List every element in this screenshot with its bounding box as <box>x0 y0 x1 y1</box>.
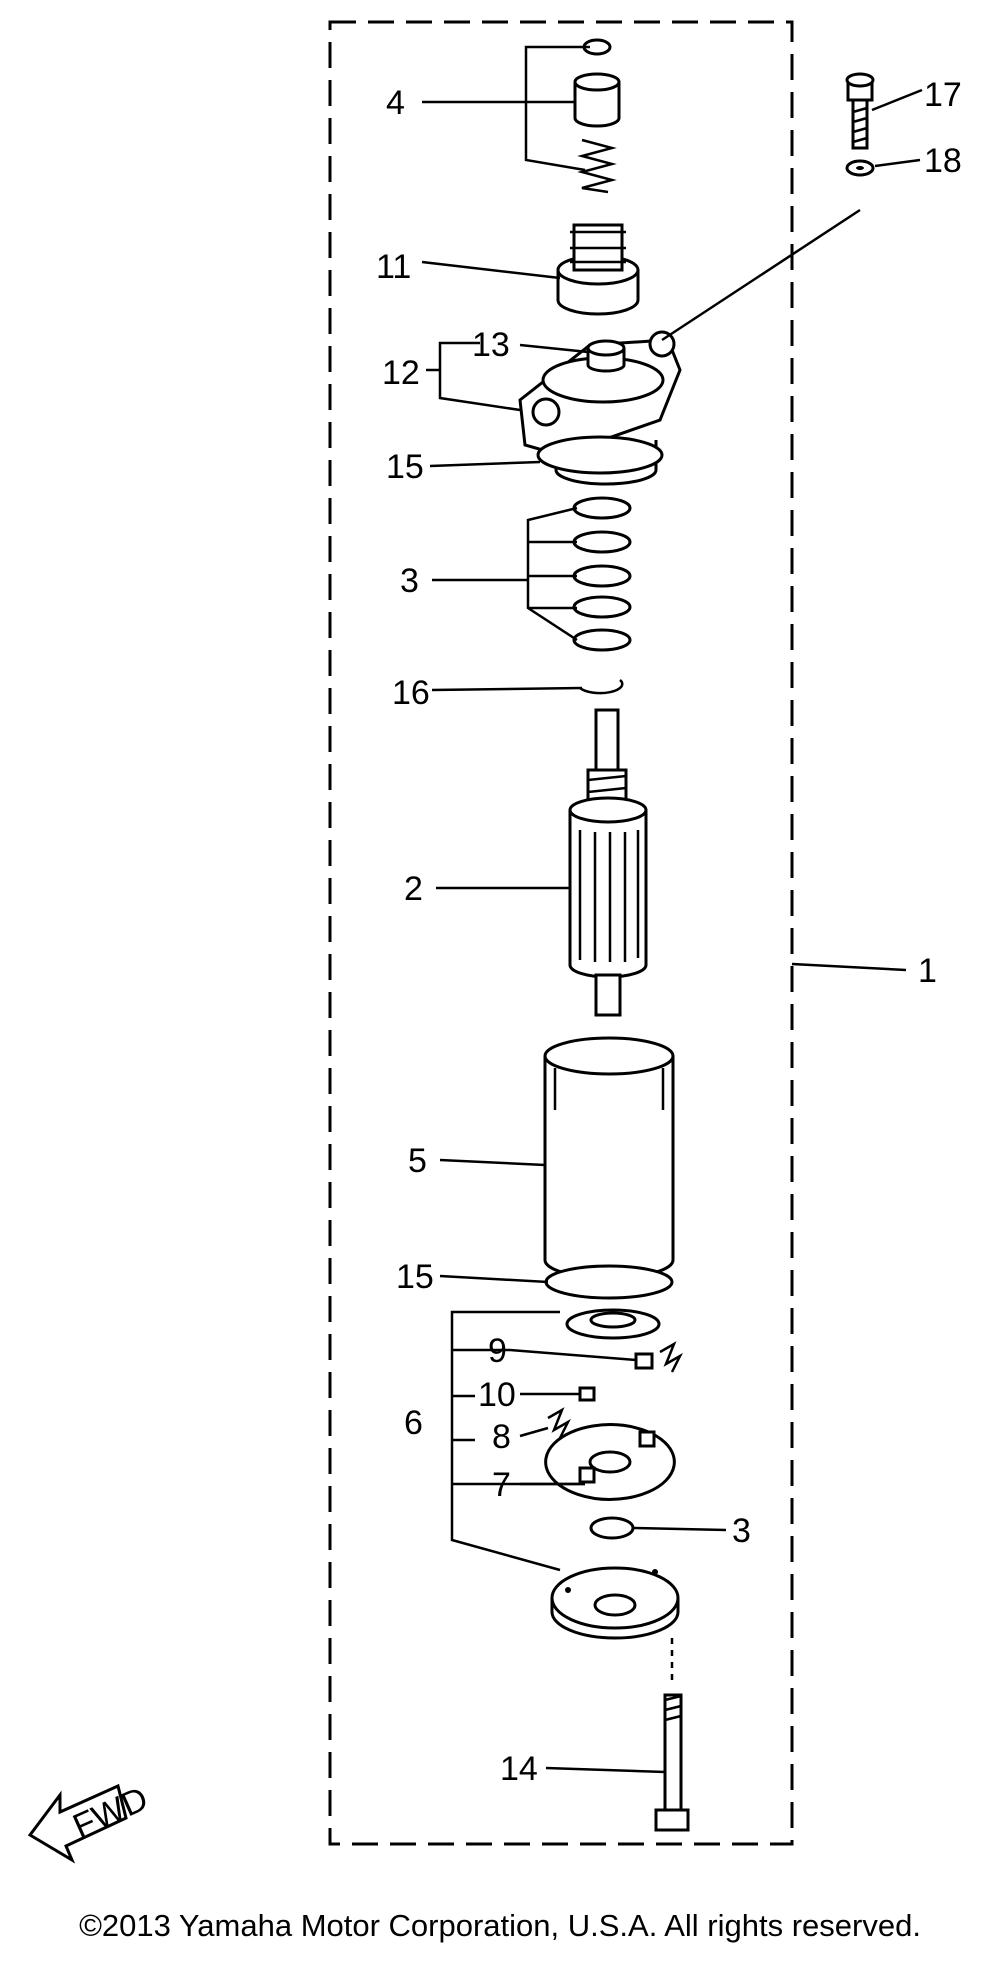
label-17: 17 <box>924 76 962 114</box>
through-bolt <box>654 1638 690 1832</box>
bolt <box>845 72 875 150</box>
label-9: 9 <box>488 1332 507 1370</box>
label-16: 16 <box>392 674 430 712</box>
leader-15a <box>429 460 541 468</box>
washer <box>845 159 875 177</box>
label-7: 7 <box>492 1466 511 1504</box>
pinion-gear <box>556 223 640 316</box>
fwd-arrow-icon <box>27 1783 128 1864</box>
armature <box>568 708 648 1017</box>
label-18: 18 <box>924 142 962 180</box>
bracket-6 <box>450 1310 585 1572</box>
leader-16 <box>431 686 583 692</box>
brush-spring <box>547 1341 683 1439</box>
label-14: 14 <box>500 1750 538 1788</box>
label-3a: 3 <box>400 562 419 600</box>
leader-9 <box>509 1348 637 1362</box>
leader-5 <box>439 1158 546 1167</box>
snap-ring <box>579 679 624 695</box>
front-cover <box>518 330 682 486</box>
bracket-3 <box>526 506 578 642</box>
bolt-leader <box>661 208 861 342</box>
brush-holder-plate <box>544 1423 676 1501</box>
rear-cover <box>550 1566 680 1640</box>
label-15a: 15 <box>386 448 424 486</box>
label-5: 5 <box>408 1142 427 1180</box>
o-ring-lower <box>544 1264 674 1300</box>
brush-seat <box>565 1308 661 1340</box>
label-8: 8 <box>492 1418 511 1456</box>
copyright-notice: ©2013 Yamaha Motor Corporation, U.S.A. A… <box>79 1908 921 1943</box>
yoke <box>543 1036 675 1280</box>
leader-18 <box>874 158 921 168</box>
leader-8 <box>519 1426 549 1438</box>
bushing <box>586 339 626 373</box>
label-15b: 15 <box>396 1258 434 1296</box>
leader-14 <box>545 1766 666 1774</box>
label-6: 6 <box>404 1404 423 1442</box>
label-13: 13 <box>472 326 510 364</box>
collar <box>573 72 621 128</box>
thrust-washers <box>572 496 632 652</box>
leader-1 <box>791 962 907 972</box>
label-11: 11 <box>376 248 411 286</box>
leader-11 <box>421 260 561 280</box>
washer-lower <box>589 1516 635 1540</box>
assembly-boundary <box>328 20 794 1846</box>
label-3b: 3 <box>732 1512 751 1550</box>
bracket-4 <box>524 45 590 172</box>
label-12: 12 <box>382 354 420 392</box>
label-2: 2 <box>404 870 423 908</box>
label-10: 10 <box>478 1376 516 1414</box>
o-ring-upper <box>536 435 664 475</box>
leader-17 <box>871 88 923 112</box>
label-4: 4 <box>386 84 405 122</box>
label-1: 1 <box>918 952 937 990</box>
leader-3b <box>633 1526 727 1532</box>
leader-12 <box>426 341 521 412</box>
spring <box>577 138 617 194</box>
leader-13 <box>519 343 589 354</box>
leader-15b <box>439 1274 549 1284</box>
brush <box>578 1352 654 1402</box>
